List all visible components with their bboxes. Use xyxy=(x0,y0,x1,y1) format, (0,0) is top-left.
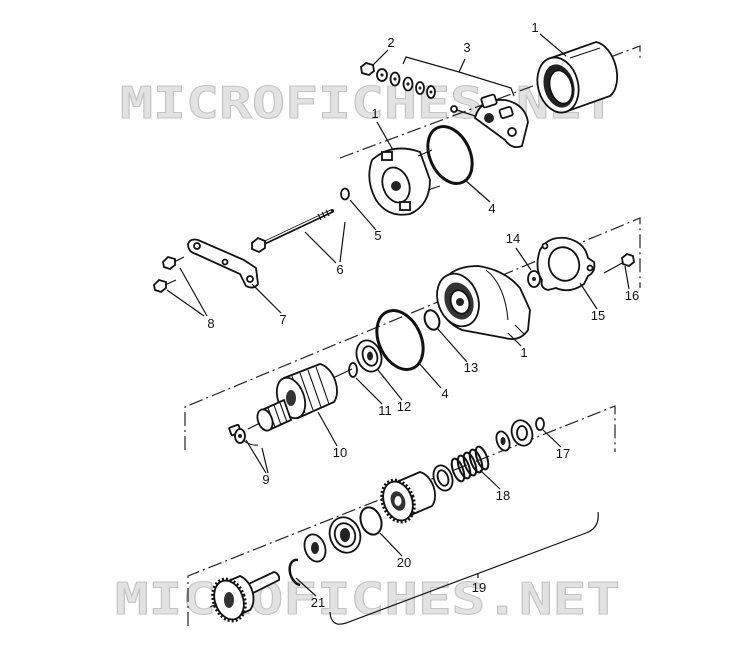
frame-lines xyxy=(184,45,641,626)
callout-housing-bolt: 16 xyxy=(625,288,639,303)
callout-yoke-housing: 1 xyxy=(531,20,538,35)
bearing xyxy=(355,339,383,373)
callout-bearing: 12 xyxy=(397,399,411,414)
o-ring-middle xyxy=(375,309,425,371)
callout-mounting-bracket: 7 xyxy=(279,312,286,327)
callout-brush-holder-kit: 3 xyxy=(463,40,470,55)
o-ring-20 xyxy=(359,506,383,536)
o-ring-upper xyxy=(426,125,474,185)
mounting-bracket xyxy=(187,238,259,289)
callout-clutch-assembly: 19 xyxy=(472,580,486,595)
pinion-gear-shaft xyxy=(209,571,281,623)
callout-bearing-washer: 17 xyxy=(556,446,570,461)
brush-set xyxy=(228,423,259,446)
callout-washer-14: 14 xyxy=(506,231,520,246)
callout-o-ring-upper: 4 xyxy=(488,201,495,216)
retainer xyxy=(328,516,362,554)
through-bolt xyxy=(251,209,334,254)
thrust-washer xyxy=(303,533,327,563)
callout-o-ring-20: 20 xyxy=(397,555,411,570)
bracket-bolts xyxy=(153,255,185,294)
o-ring-small xyxy=(423,309,441,331)
washer-14 xyxy=(527,270,541,288)
callout-brush-set: 9 xyxy=(262,472,269,487)
drive-housing xyxy=(436,265,531,340)
callout-through-bolt: 6 xyxy=(336,262,343,277)
housing-bolt xyxy=(603,252,635,274)
callout-o-ring-middle: 4 xyxy=(441,386,448,401)
callouts: 1 2 3 1 4 5 6 7 8 14 16 15 1 13 4 11 12 … xyxy=(207,20,639,610)
callout-washer-11: 11 xyxy=(378,403,392,418)
leader-lines xyxy=(166,33,630,625)
callout-clutch-spring: 18 xyxy=(496,488,510,503)
bearing-and-washer xyxy=(495,417,545,452)
callout-gasket-plate: 15 xyxy=(591,308,605,323)
end-cover xyxy=(368,147,441,216)
washer-small xyxy=(340,187,350,201)
gasket-plate xyxy=(536,236,596,292)
callout-drive-housing: 1 xyxy=(520,345,527,360)
overrunning-clutch xyxy=(380,471,436,524)
callout-o-ring-small: 13 xyxy=(464,360,478,375)
callout-bracket-bolts: 8 xyxy=(207,316,214,331)
snap-clip xyxy=(288,558,301,587)
callout-end-cover: 1 xyxy=(371,106,378,121)
brush-holder xyxy=(450,93,529,149)
collar-washer xyxy=(432,464,454,492)
yoke-housing xyxy=(536,41,619,114)
callout-snap-clip: 21 xyxy=(311,595,325,610)
nut-and-washers xyxy=(360,62,436,99)
callout-washer-small: 5 xyxy=(374,228,381,243)
callout-armature: 10 xyxy=(333,445,347,460)
callout-nut-washers: 2 xyxy=(387,35,394,50)
armature xyxy=(247,363,353,432)
clutch-spring xyxy=(450,445,490,483)
watermark-bottom: MICROFICHES.NET xyxy=(115,574,620,625)
